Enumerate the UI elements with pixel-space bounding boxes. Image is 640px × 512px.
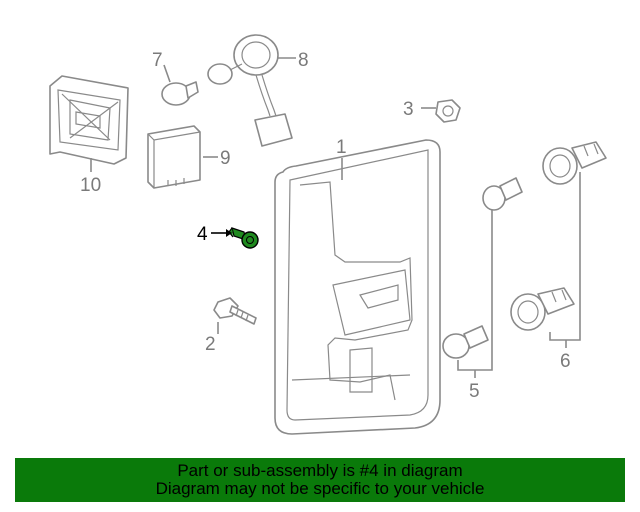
bracket-part-10[interactable] [49, 75, 129, 165]
callout-3: 3 [403, 99, 414, 120]
callout-8: 8 [298, 50, 309, 71]
bolt-part-2[interactable] [213, 297, 257, 325]
callout-1: 1 [336, 137, 347, 158]
banner-line-1: Part or sub-assembly is #4 in diagram [177, 461, 463, 480]
socket-part-6-upper[interactable] [542, 141, 607, 185]
callout-2: 2 [205, 334, 216, 355]
banner-line-2: Diagram may not be specific to your vehi… [155, 479, 485, 498]
leader-line-6 [549, 172, 581, 341]
socket-wiring-part-8[interactable] [207, 34, 293, 147]
bulb-part-5-upper[interactable] [482, 177, 523, 211]
callout-4: 4 [197, 224, 208, 245]
control-module-part-9[interactable] [147, 125, 201, 189]
leader-arrow-4 [226, 229, 232, 237]
bulb-part-7[interactable] [161, 81, 199, 106]
nut-part-3[interactable] [435, 99, 461, 123]
socket-part-6-lower[interactable] [510, 287, 575, 331]
bulb-part-5-lower[interactable] [442, 325, 489, 359]
callout-10: 10 [80, 175, 101, 196]
leader-line-7 [163, 64, 171, 83]
callout-9: 9 [220, 148, 231, 169]
callout-7: 7 [152, 50, 163, 71]
screw-part-4-highlighted[interactable] [228, 227, 259, 249]
info-banner: Part or sub-assembly is #4 in diagram Di… [15, 458, 625, 502]
tail-lamp-housing-part-1[interactable] [274, 139, 441, 435]
callout-5: 5 [469, 381, 480, 402]
callout-6: 6 [560, 351, 571, 372]
